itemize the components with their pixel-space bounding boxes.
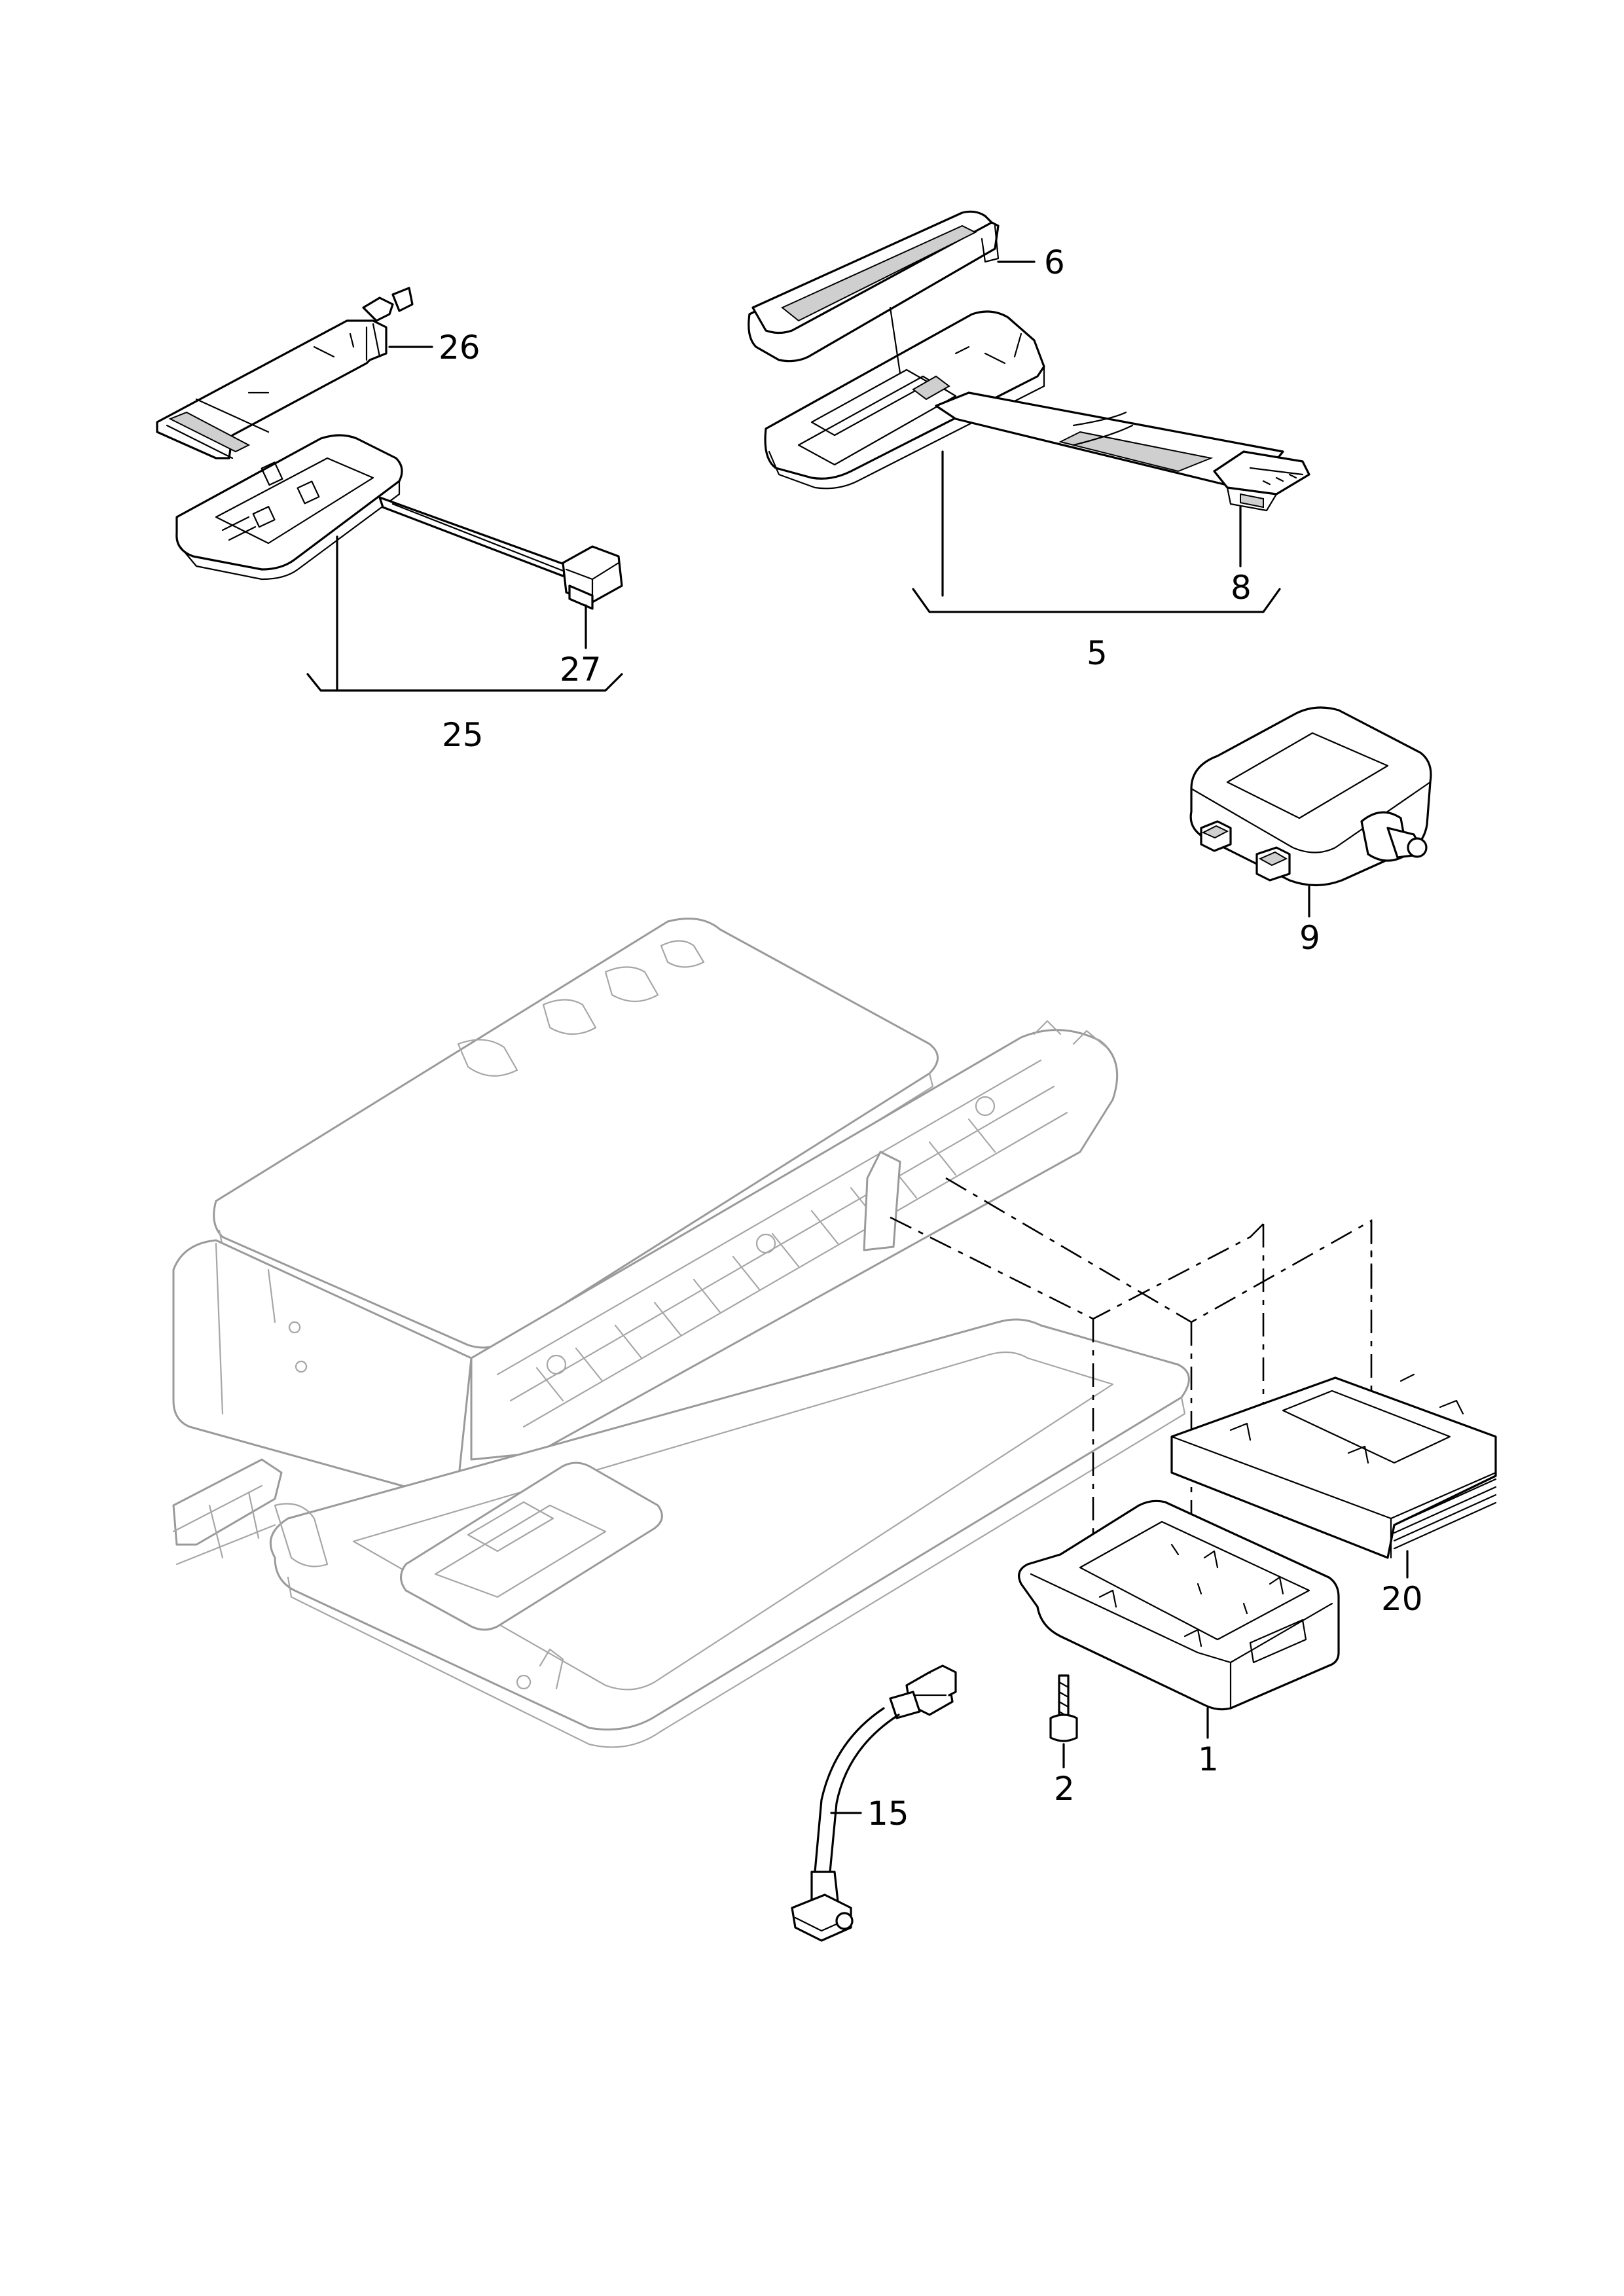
callout-6: 6: [1044, 243, 1065, 281]
part-1-tray: [1018, 1499, 1340, 1711]
leader-lines: [306, 260, 1409, 1814]
callout-9: 9: [1299, 919, 1320, 957]
part-6-cover: [748, 210, 1000, 363]
part-26-bracket: [156, 287, 414, 459]
part-15-cable: [791, 1664, 957, 1942]
callout-labels: 26 27 25 6 8 5 9 20 1 2 15: [439, 243, 1423, 1833]
callout-8: 8: [1231, 569, 1252, 607]
callout-20: 20: [1381, 1580, 1423, 1618]
callout-15: 15: [867, 1795, 909, 1833]
part-20-drive: [1170, 1373, 1497, 1559]
callout-2: 2: [1054, 1770, 1075, 1808]
part-5-module: [764, 306, 1310, 512]
callout-1: 1: [1198, 1740, 1219, 1778]
callout-25: 25: [442, 716, 484, 754]
part-2-screw: [1049, 1674, 1078, 1742]
callout-27: 27: [560, 651, 602, 689]
part-25-module: [175, 434, 623, 610]
callout-5: 5: [1087, 634, 1108, 672]
part-9-box: [1189, 706, 1432, 887]
glovebox-housing-ghost: [172, 918, 1190, 1748]
callout-26: 26: [439, 329, 480, 367]
